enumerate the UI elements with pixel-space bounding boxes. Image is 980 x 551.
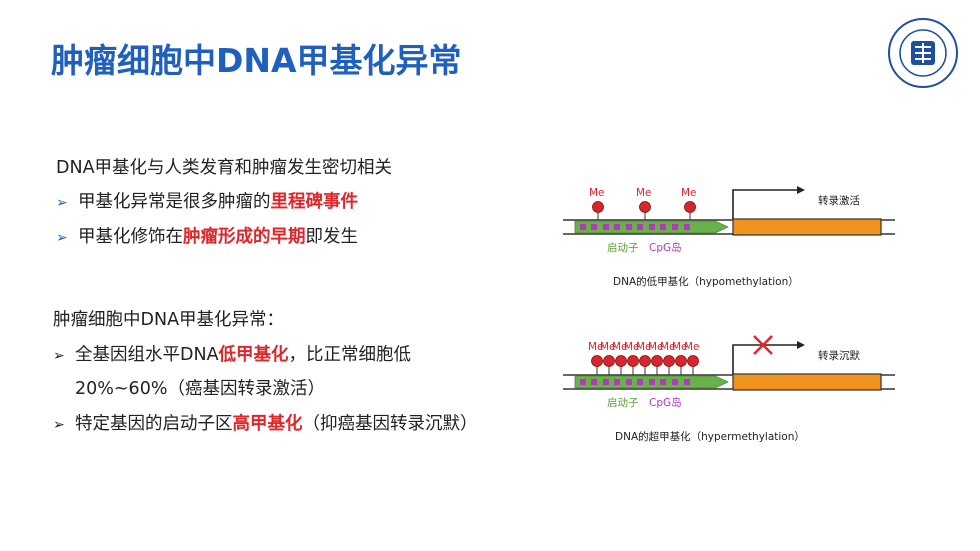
page-title: 肿瘤细胞中DNA甲基化异常 bbox=[51, 41, 462, 80]
arrow-bullet-icon: ➢ bbox=[53, 348, 65, 364]
cpg-site bbox=[649, 224, 655, 230]
me-label: Me bbox=[648, 341, 664, 353]
cpg-site bbox=[637, 379, 643, 385]
gene-box bbox=[732, 218, 882, 236]
cpg-site bbox=[684, 379, 690, 385]
me-label: Me bbox=[681, 187, 697, 199]
section1-bullet1: ➢甲基化异常是很多肿瘤的里程碑事件 bbox=[56, 192, 358, 212]
caption-hypomethylation: DNA的低甲基化（hypomethylation） bbox=[613, 276, 799, 288]
cpg-site bbox=[580, 379, 586, 385]
me-label: Me bbox=[612, 341, 628, 353]
cpg-site bbox=[672, 224, 678, 230]
methyl-group bbox=[592, 201, 604, 213]
section2-heading: 肿瘤细胞中DNA甲基化异常： bbox=[53, 310, 285, 330]
promoter-arrow bbox=[574, 375, 729, 389]
methyl-group bbox=[675, 355, 687, 367]
arrow-bullet-icon: ➢ bbox=[56, 195, 68, 211]
methyl-group bbox=[627, 355, 639, 367]
cpg-site bbox=[684, 224, 690, 230]
arrow-bullet-icon: ➢ bbox=[53, 417, 65, 433]
methyl-group bbox=[639, 201, 651, 213]
methyl-group bbox=[663, 355, 675, 367]
cpg-label: CpG岛 bbox=[649, 397, 682, 409]
me-label: Me bbox=[600, 341, 616, 353]
transcription-silencing-label: 转录沉默 bbox=[818, 350, 860, 362]
cpg-site bbox=[660, 379, 666, 385]
cpg-site bbox=[591, 224, 597, 230]
me-label: Me bbox=[672, 341, 688, 353]
gene-box bbox=[732, 373, 882, 391]
section2-bullet1-cont: 20%~60%（癌基因转录激活） bbox=[75, 379, 325, 399]
cpg-site bbox=[603, 379, 609, 385]
methyl-group bbox=[639, 355, 651, 367]
methyl-group bbox=[615, 355, 627, 367]
cpg-site bbox=[649, 379, 655, 385]
me-label: Me bbox=[636, 341, 652, 353]
transcription-activation-label: 转录激活 bbox=[818, 195, 860, 207]
cpg-site bbox=[580, 224, 586, 230]
arrow-bullet-icon: ➢ bbox=[56, 230, 68, 246]
cpg-site bbox=[660, 224, 666, 230]
promoter-label: 启动子 bbox=[607, 242, 639, 254]
me-label: Me bbox=[636, 187, 652, 199]
cpg-site bbox=[626, 379, 632, 385]
cpg-label: CpG岛 bbox=[649, 242, 682, 254]
cpg-site bbox=[626, 224, 632, 230]
cpg-site bbox=[591, 379, 597, 385]
section1-heading: DNA甲基化与人类发育和肿瘤发生密切相关 bbox=[56, 158, 393, 178]
cpg-site bbox=[614, 379, 620, 385]
me-label: Me bbox=[589, 187, 605, 199]
caption-hypermethylation: DNA的超甲基化（hypermethylation） bbox=[615, 431, 805, 443]
section1-bullet2: ➢甲基化修饰在肿瘤形成的早期即发生 bbox=[56, 227, 358, 247]
block-x-icon bbox=[753, 335, 773, 355]
methyl-group bbox=[684, 201, 696, 213]
cpg-site bbox=[672, 379, 678, 385]
section2-bullet2: ➢特定基因的启动子区高甲基化（抑癌基因转录沉默） bbox=[53, 414, 478, 434]
cpg-site bbox=[614, 224, 620, 230]
hospital-seal-icon bbox=[887, 17, 959, 89]
methyl-group bbox=[591, 355, 603, 367]
me-label: Me bbox=[588, 341, 604, 353]
methyl-group bbox=[651, 355, 663, 367]
me-label: Me bbox=[624, 341, 640, 353]
methyl-group bbox=[603, 355, 615, 367]
promoter-label: 启动子 bbox=[607, 397, 639, 409]
me-label: Me bbox=[660, 341, 676, 353]
cpg-site bbox=[637, 224, 643, 230]
methyl-group bbox=[687, 355, 699, 367]
cpg-site bbox=[603, 224, 609, 230]
section2-bullet1: ➢全基因组水平DNA低甲基化，比正常细胞低 bbox=[53, 345, 412, 365]
me-label: Me bbox=[684, 341, 700, 353]
promoter-arrow bbox=[574, 220, 729, 234]
